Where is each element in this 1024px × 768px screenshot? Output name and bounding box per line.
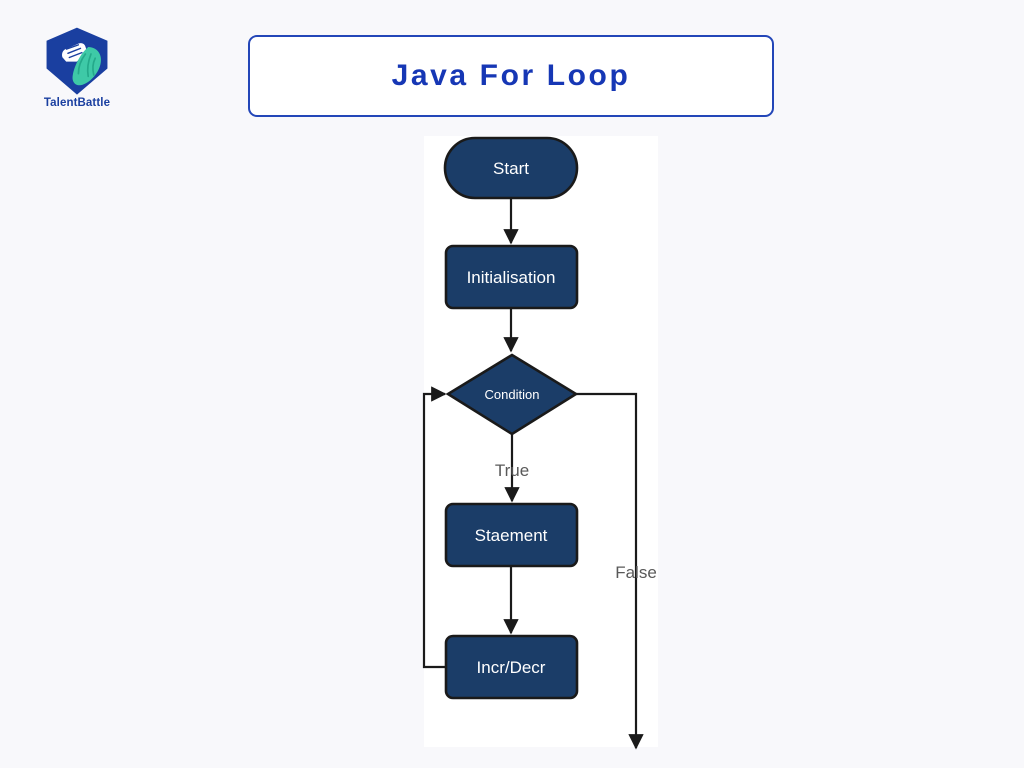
node-incr-decr-shape (444, 634, 579, 700)
flowchart-nodes: Start Initialisation Condition Staement … (443, 136, 579, 700)
node-staement[interactable]: Staement (444, 502, 579, 568)
node-condition-shape (445, 353, 579, 436)
node-condition[interactable]: Condition (445, 353, 579, 436)
node-start[interactable]: Start (443, 136, 579, 200)
node-initialisation-shape (444, 244, 579, 310)
edge-incr-decr-loop-back-to-condition (422, 386, 447, 669)
node-start-label: Start (493, 159, 529, 178)
node-incr-decr-label: Incr/Decr (477, 658, 546, 677)
flowchart-edge-labels: True False (495, 461, 657, 582)
flowchart-edges (422, 198, 644, 750)
node-incr-decr[interactable]: Incr/Decr (444, 634, 579, 700)
page-title: Java For Loop (391, 59, 631, 92)
node-staement-label: Staement (475, 526, 548, 545)
edge-condition-false-exit (576, 392, 644, 750)
node-initialisation-label: Initialisation (467, 268, 556, 287)
node-condition-label: Condition (485, 387, 540, 402)
edge-label-false: False (615, 563, 657, 582)
node-initialisation[interactable]: Initialisation (444, 244, 579, 310)
node-start-shape (443, 136, 579, 200)
brand-logo: TalentBattle (33, 26, 121, 118)
edge-label-true: True (495, 461, 529, 480)
title-banner: Java For Loop (248, 35, 774, 117)
brand-name: TalentBattle (43, 97, 111, 109)
node-staement-shape (444, 502, 579, 568)
talentbattle-shield-icon (46, 27, 108, 95)
